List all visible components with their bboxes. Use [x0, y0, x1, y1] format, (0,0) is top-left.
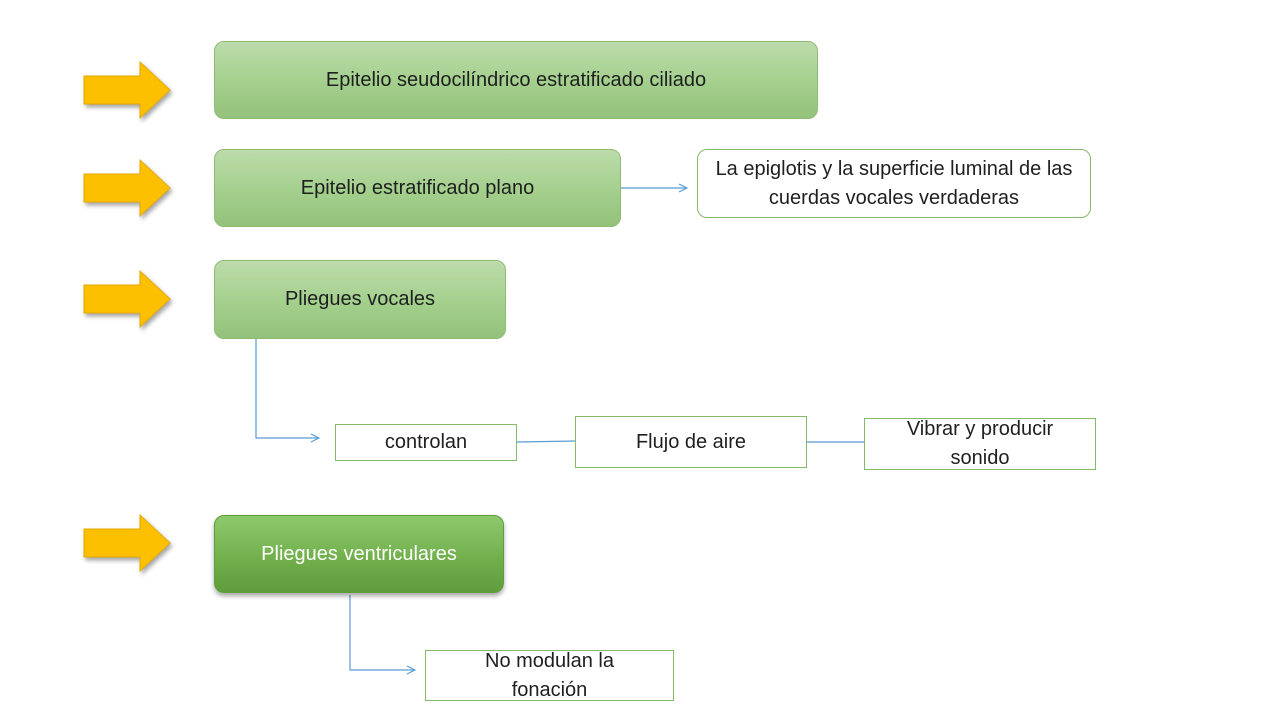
connector-vocales-to-controlan — [255, 339, 319, 438]
node-epitelio-seudocilindrico: Epitelio seudocilíndrico estratificado c… — [214, 41, 818, 119]
connector-controlan-to-flujo — [516, 440, 577, 443]
node-pliegues-vocales: Pliegues vocales — [214, 260, 506, 339]
right-arrow-icon — [82, 513, 174, 573]
node-flujo-de-aire: Flujo de aire — [575, 416, 807, 468]
connector-ventriculares-to-no-modulan — [349, 595, 415, 670]
node-vibrar-producir-sonido: Vibrar y producir sonido — [864, 418, 1096, 470]
node-epitelio-plano: Epitelio estratificado plano — [214, 149, 621, 227]
right-arrow-icon — [82, 60, 174, 120]
node-controlan: controlan — [335, 424, 517, 461]
right-arrow-icon — [82, 158, 174, 218]
right-arrow-icon — [82, 269, 174, 329]
node-no-modulan: No modulan la fonación — [425, 650, 674, 701]
node-pliegues-ventriculares: Pliegues ventriculares — [214, 515, 504, 593]
node-epiglotis: La epiglotis y la superficie luminal de … — [697, 149, 1091, 218]
